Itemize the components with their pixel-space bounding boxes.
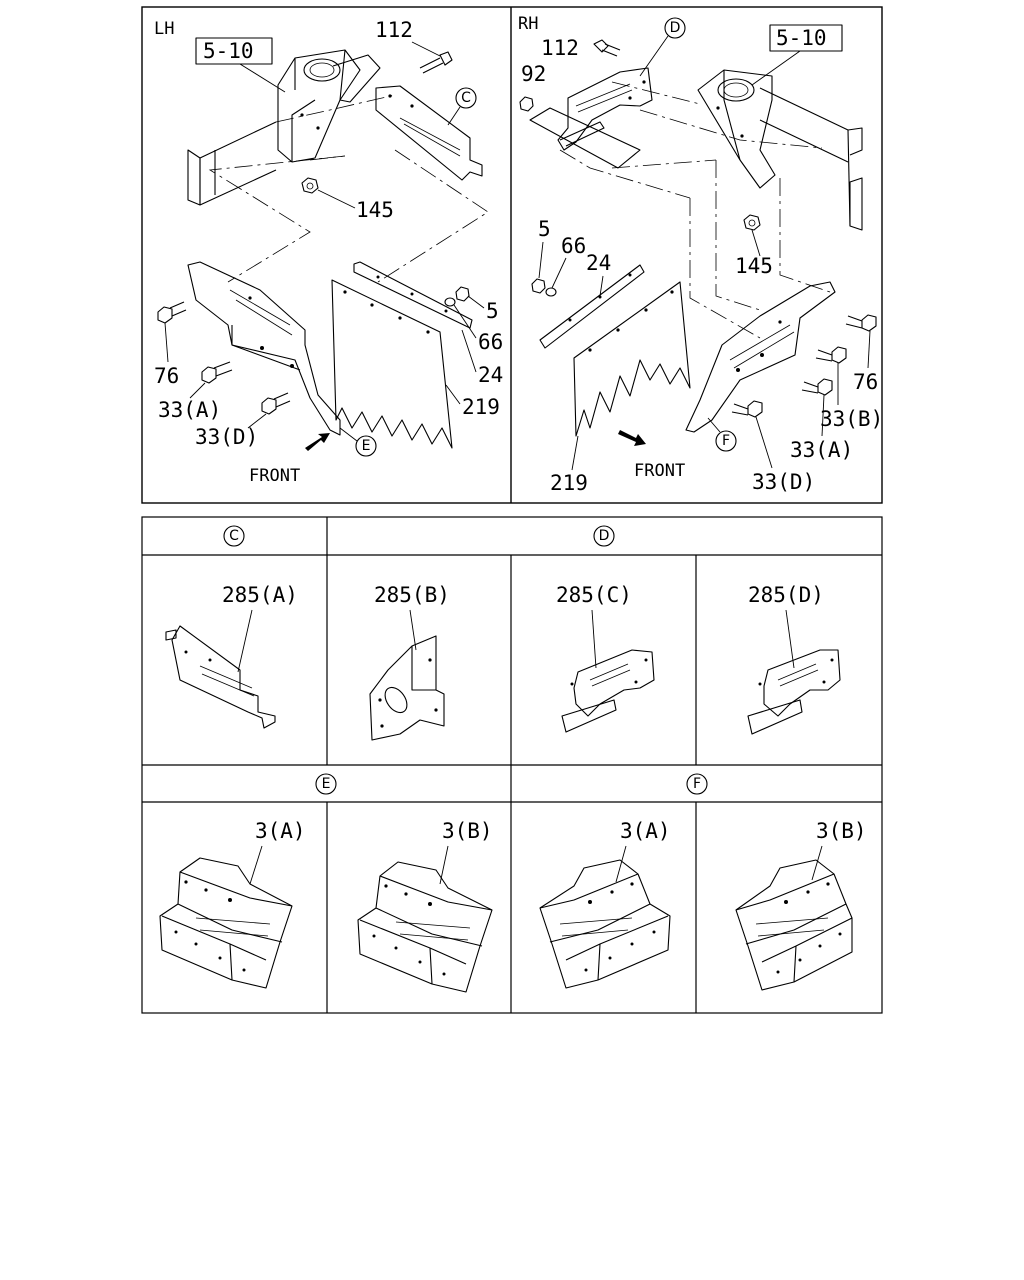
rh-mud-flap-bracket-f [685, 281, 836, 433]
lh-crossmember-bracket [277, 49, 381, 163]
detail-grid [141, 516, 883, 1014]
rh-crossmember-bracket [697, 69, 776, 189]
lh-panel: LH 5-10 112 [154, 18, 503, 486]
lh-bracket-c [375, 85, 483, 181]
detail-285d-label: 285(D) [748, 583, 824, 607]
lh-detail-mark-c-text: C [461, 90, 471, 106]
lh-callout-33a: 33(A) [158, 398, 221, 422]
lh-detail-mark-e-text: E [362, 438, 371, 454]
lh-callout-145: 145 [356, 198, 394, 222]
lh-stay-24 [353, 261, 473, 329]
lh-callout-112: 112 [375, 18, 413, 42]
rh-washer-66[interactable] [545, 287, 557, 297]
lh-side-label: LH [154, 19, 174, 39]
lh-front-label: FRONT [249, 466, 300, 486]
detail-3b-f: 3(B) [735, 819, 867, 991]
lh-front-arrow-icon [305, 433, 330, 451]
rh-callout-112: 112 [541, 36, 579, 60]
rh-front-arrow-icon [618, 430, 646, 446]
detail-header-d[interactable] [593, 525, 615, 547]
rh-callout-76: 76 [853, 370, 878, 394]
lh-frame-rail-end [187, 149, 201, 206]
detail-header-c-text: C [229, 528, 239, 544]
lh-callout-66: 66 [478, 330, 503, 354]
detail-header-f[interactable] [686, 773, 708, 795]
lh-nut-5[interactable] [455, 286, 470, 302]
rh-ref-box-text: 5-10 [776, 26, 827, 50]
detail-header-c[interactable] [223, 525, 245, 547]
detail-285d: 285(D) [747, 583, 841, 735]
rh-side-label: RH [518, 14, 538, 34]
detail-header-e[interactable] [315, 773, 337, 795]
lh-callout-219: 219 [462, 395, 500, 419]
lh-callout-5: 5 [486, 299, 499, 323]
detail-285a: 285(A) [165, 583, 298, 729]
lh-bolt-76[interactable] [157, 301, 187, 324]
detail-285c: 285(C) [556, 583, 655, 733]
rh-bolt-33d[interactable] [731, 400, 763, 418]
rh-callout-66: 66 [561, 234, 586, 258]
main-frame [141, 6, 883, 504]
detail-3a-f-label: 3(A) [620, 819, 671, 843]
rh-nut-145[interactable] [743, 214, 761, 231]
lh-bolt-112[interactable] [419, 51, 453, 74]
lh-detail-mark-c[interactable] [455, 87, 477, 109]
detail-285a-label: 285(A) [222, 583, 298, 607]
detail-3a-e-label: 3(A) [255, 819, 306, 843]
rh-bracket-d [557, 67, 653, 151]
rh-callout-5: 5 [538, 217, 551, 241]
lh-bolt-33a[interactable] [201, 361, 233, 384]
rh-bolt-76[interactable] [845, 314, 877, 332]
rh-front-label: FRONT [634, 461, 685, 481]
rh-ref-box[interactable] [769, 24, 843, 52]
rh-bolt-112[interactable] [593, 39, 621, 57]
rh-callout-33d: 33(D) [752, 470, 815, 494]
rh-mud-flap-219 [573, 281, 691, 437]
lh-mud-flap-bracket-e [187, 261, 341, 436]
rh-frame-rail [759, 87, 863, 231]
lh-callout-33d: 33(D) [195, 425, 258, 449]
rh-callout-219: 219 [550, 471, 588, 495]
lh-ref-box-text: 5-10 [203, 39, 254, 63]
rh-nut-5[interactable] [531, 278, 546, 294]
detail-header-e-text: E [322, 776, 331, 792]
lh-washer-66[interactable] [444, 297, 456, 307]
lh-mud-flap-219 [331, 279, 453, 449]
rh-detail-mark-f[interactable] [715, 430, 737, 452]
detail-header-d-text: D [599, 528, 610, 544]
lh-nut-145[interactable] [301, 177, 319, 194]
rh-callout-33a: 33(A) [790, 438, 853, 462]
rh-detail-mark-d-text: D [670, 20, 681, 36]
rh-callout-33b: 33(B) [820, 407, 883, 431]
detail-3a-f: 3(A) [539, 819, 671, 989]
rh-callout-92: 92 [521, 62, 546, 86]
detail-3b-e: 3(B) [357, 819, 493, 993]
detail-header-f-text: F [693, 776, 701, 792]
detail-3a-e: 3(A) [159, 819, 306, 989]
rh-detail-mark-f-text: F [722, 433, 730, 449]
rh-detail-mark-d[interactable] [664, 17, 686, 39]
rh-stay-24 [539, 264, 645, 349]
rh-spacer-plate [529, 107, 641, 169]
detail-285b: 285(B) [369, 583, 450, 741]
lh-callout-76: 76 [154, 364, 179, 388]
rh-bolt-33b[interactable] [815, 346, 847, 364]
detail-285c-label: 285(C) [556, 583, 632, 607]
lh-ref-box[interactable] [195, 37, 273, 65]
detail-285b-label: 285(B) [374, 583, 450, 607]
rh-bolt-33a[interactable] [801, 378, 833, 396]
lh-detail-mark-e[interactable] [355, 435, 377, 457]
rh-nut-92[interactable] [519, 96, 534, 112]
rh-panel: RH 5-10 D 112 92 [518, 14, 883, 495]
lh-bolt-33d[interactable] [261, 392, 291, 415]
rh-callout-24: 24 [586, 251, 611, 275]
lh-callout-24: 24 [478, 363, 503, 387]
rh-callout-145: 145 [735, 254, 773, 278]
detail-3b-e-label: 3(B) [442, 819, 493, 843]
detail-3b-f-label: 3(B) [816, 819, 867, 843]
